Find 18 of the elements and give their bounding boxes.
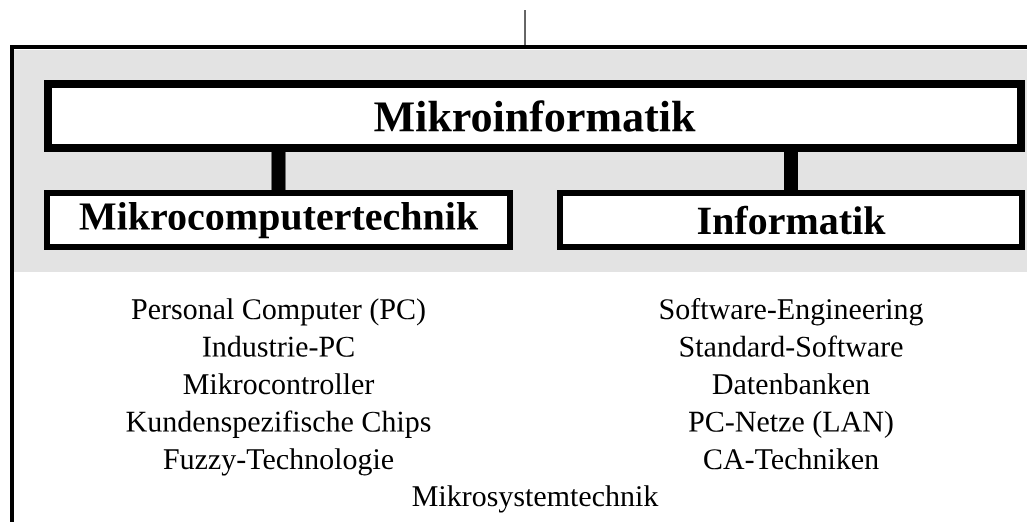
category-box: Informatik bbox=[557, 190, 1025, 250]
list-item: CA-Techniken bbox=[704, 448, 879, 470]
list-item: Datenbanken bbox=[712, 373, 870, 395]
list-item: Mikrocontroller bbox=[183, 373, 375, 395]
list-item: Fuzzy-Technologie bbox=[163, 448, 394, 476]
list-item: PC-Netze (LAN) bbox=[689, 410, 893, 438]
list-item: Kundenspezifische Chips bbox=[126, 410, 431, 438]
list-item: Personal Computer (PC) bbox=[131, 298, 425, 326]
list-item: Standard-Software bbox=[680, 335, 903, 357]
connector-line bbox=[524, 9, 526, 48]
list-item: Mikrosystemtechnik bbox=[412, 485, 659, 513]
list-item: Industrie-PC bbox=[202, 335, 354, 357]
connector-line bbox=[271, 152, 286, 190]
title-box: Mikroinformatik bbox=[44, 80, 1025, 152]
list-item: Software-Engineering bbox=[660, 297, 923, 326]
category-box: Mikrocomputertechnik bbox=[44, 190, 513, 250]
frame bbox=[10, 45, 1027, 522]
connector-line bbox=[784, 152, 798, 190]
